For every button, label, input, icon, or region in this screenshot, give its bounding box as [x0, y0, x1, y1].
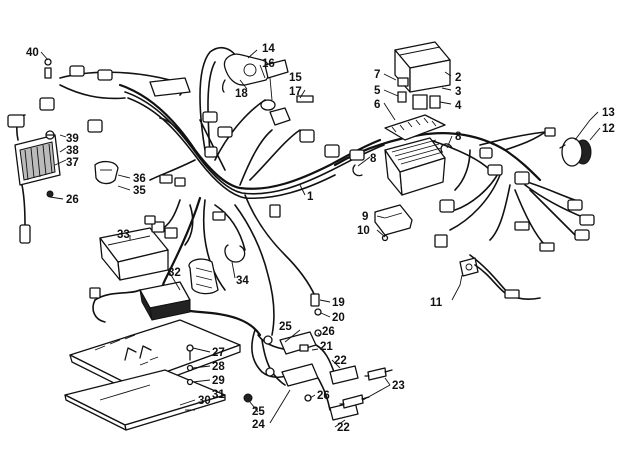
callout-22-top: 22: [334, 355, 347, 367]
cdi-module-33: [99, 215, 178, 281]
callout-25-bottom: 25: [252, 406, 265, 418]
callout-34: 34: [236, 275, 249, 287]
callout-22-bottom: 22: [337, 422, 350, 434]
fuse-block-main: [384, 137, 446, 196]
callout-14: 14: [262, 43, 275, 55]
callout-35: 35: [133, 185, 146, 197]
fuse-panel-6: [384, 114, 446, 141]
callout-5: 5: [374, 85, 381, 97]
callout-32: 32: [168, 267, 181, 279]
callout-16: 16: [262, 58, 275, 70]
callout-19: 19: [332, 297, 345, 309]
callout-10: 10: [357, 225, 370, 237]
relay-bracket: [94, 160, 119, 185]
callout-15: 15: [289, 72, 302, 84]
callout-24: 24: [252, 419, 265, 431]
ground-wire-19: [310, 293, 322, 316]
callout-21: 21: [320, 341, 333, 353]
callout-26-reg: 26: [66, 194, 79, 206]
callout-7: 7: [374, 69, 380, 81]
callout-2: 2: [455, 72, 461, 84]
callout-36: 36: [133, 173, 146, 185]
callout-26-top: 26: [322, 326, 335, 338]
relays: [397, 77, 441, 110]
callout-6: 6: [374, 99, 380, 111]
callout-23: 23: [392, 380, 405, 392]
callout-11: 11: [430, 297, 443, 309]
callout-38: 38: [66, 145, 79, 157]
callout-25-top: 25: [279, 321, 292, 333]
module-32: [139, 281, 191, 321]
callout-1: 1: [307, 191, 314, 203]
callout-labels: 40 39 38 37 26 36 35 14 16 15 17 18 1 2 …: [26, 43, 615, 434]
callout-40: 40: [26, 47, 39, 59]
callout-37: 37: [66, 157, 79, 169]
spark-plug-caps-22: [329, 365, 359, 421]
callout-33: 33: [117, 229, 130, 241]
callout-17: 17: [289, 86, 302, 98]
callout-12: 12: [602, 123, 615, 135]
callout-30: 30: [198, 395, 211, 407]
callout-8-left: 8: [370, 153, 377, 165]
ignition-harness-lower: [243, 329, 336, 411]
callout-39: 39: [66, 133, 79, 145]
callout-18: 18: [235, 88, 248, 100]
voltage-regulator: [7, 114, 61, 244]
callout-8-right: 8: [455, 131, 462, 143]
callout-26-bottom: 26: [317, 390, 330, 402]
screws-39-40: [44, 58, 55, 140]
callout-3: 3: [455, 86, 461, 98]
callout-9: 9: [362, 211, 368, 223]
callout-28: 28: [212, 361, 225, 373]
indicator-light: [559, 137, 592, 167]
leader-lines: [40, 49, 601, 428]
clip-8: [352, 143, 453, 177]
callout-20: 20: [332, 312, 345, 324]
sensor-11: [459, 257, 520, 299]
shield-plate-30-31: [64, 369, 226, 431]
mount-bracket-9: [374, 204, 413, 242]
callout-29: 29: [212, 375, 225, 387]
callout-4: 4: [455, 100, 462, 112]
callout-31: 31: [212, 389, 225, 401]
ignition-switch: [221, 53, 314, 126]
fasteners-27-29: [186, 344, 194, 386]
coil-34: [188, 244, 246, 295]
callout-27: 27: [212, 347, 225, 359]
callout-13: 13: [602, 107, 615, 119]
